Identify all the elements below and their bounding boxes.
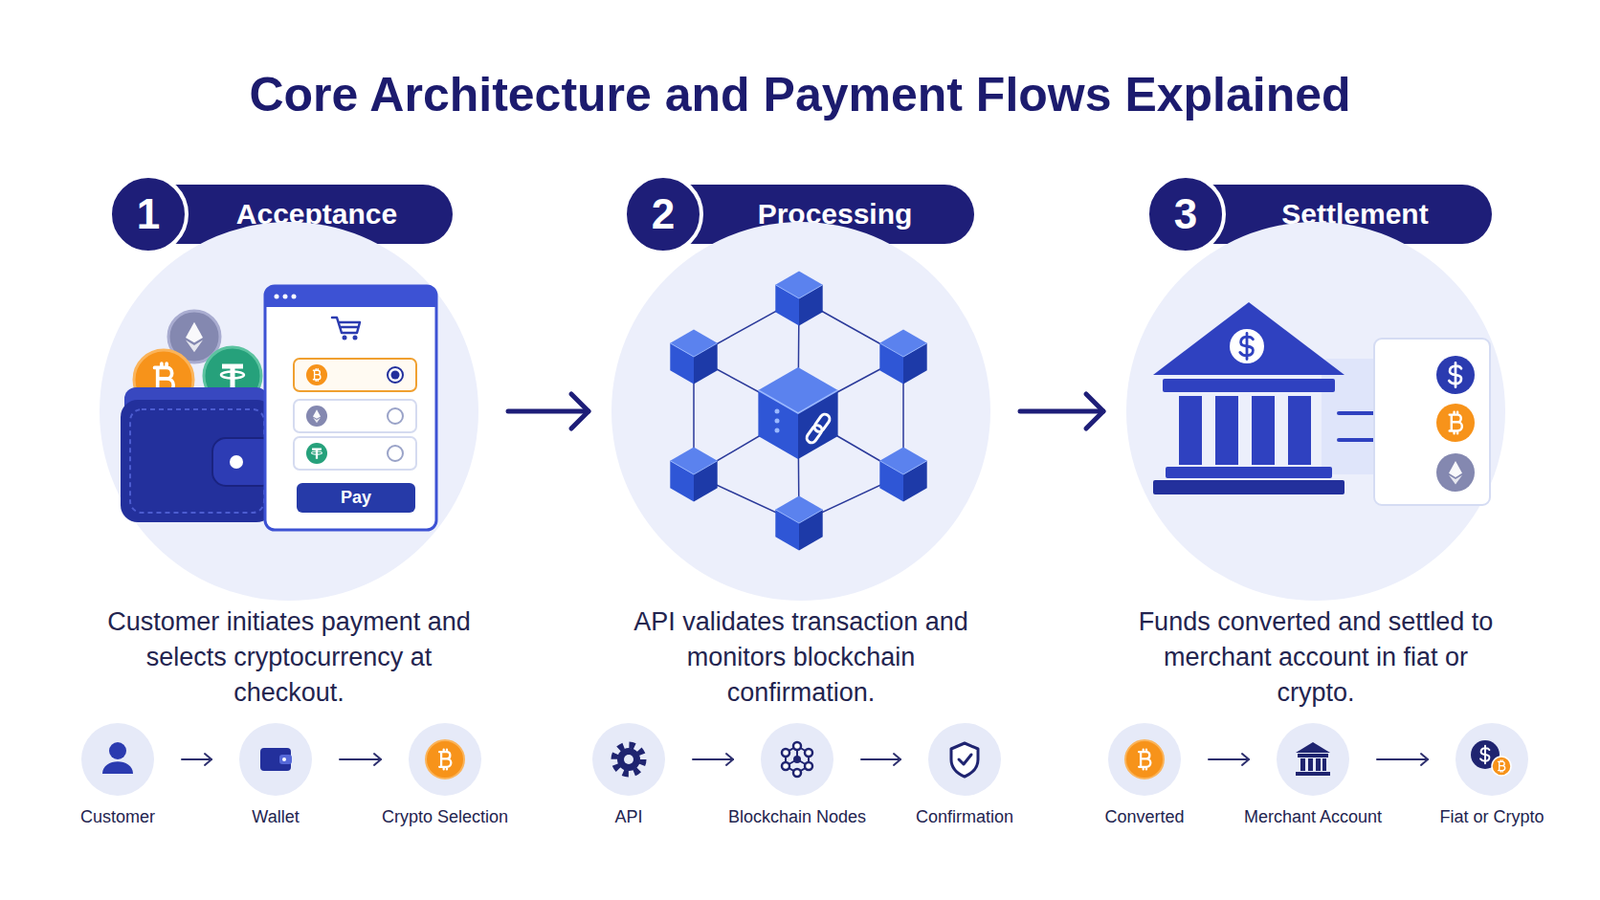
arrow-head <box>571 394 589 429</box>
arrow-line <box>339 758 381 761</box>
flow-icon-outline <box>928 723 1001 797</box>
arrow-head <box>893 754 901 766</box>
flow-icon: Wallet <box>239 723 312 797</box>
button-label: Pay <box>296 483 416 513</box>
step-circle: Customer initiates payment and selects c… <box>99 222 479 601</box>
arrow-head <box>1086 394 1104 429</box>
step-circle-fill <box>99 222 479 601</box>
arrow-line <box>1208 758 1249 761</box>
arrow-head <box>1421 754 1428 766</box>
icon-circle-fill <box>760 723 834 797</box>
icon-circle-fill <box>239 723 312 797</box>
flow-icon-outline <box>1108 723 1181 797</box>
arrow-head <box>726 754 734 766</box>
pay-button: Pay <box>296 483 416 513</box>
icon-label: Merchant Account <box>1217 806 1409 828</box>
icon-label: API <box>533 806 725 828</box>
flow-icon: Fiat or Crypto <box>1455 723 1529 797</box>
step-description: API validates transaction and monitors b… <box>619 604 983 712</box>
arrow-line <box>1020 409 1104 415</box>
flow-icon: Customer <box>81 723 155 797</box>
flow-icon: API <box>592 723 666 797</box>
flow-icon-outline <box>81 723 155 797</box>
flow-arrow <box>508 394 589 429</box>
step-circle-outline <box>1126 222 1506 601</box>
icon-circle-fill <box>1455 723 1529 797</box>
icon-label: Confirmation <box>868 806 1061 828</box>
flow-icon-outline <box>1276 723 1350 797</box>
arrow-line <box>692 758 734 761</box>
icon-label: Fiat or Crypto <box>1396 806 1588 828</box>
flow-arrow <box>181 754 212 766</box>
flow-icon-outline <box>408 723 482 797</box>
arrow-head <box>1242 754 1249 766</box>
arrow-head <box>204 754 212 766</box>
icon-label: Blockchain Nodes <box>701 806 893 828</box>
icon-label: Wallet <box>179 806 372 828</box>
icon-circle-fill <box>1276 723 1350 797</box>
arrow-line <box>861 758 901 761</box>
arrow-line <box>508 409 589 415</box>
flow-arrow <box>1377 754 1428 766</box>
step-circle-outline <box>611 222 991 601</box>
step-number: 3 <box>1147 172 1224 257</box>
step-number: 1 <box>110 172 187 257</box>
icon-label: Customer <box>22 806 214 828</box>
arrow-line <box>181 758 212 761</box>
flow-icon-outline <box>1455 723 1529 797</box>
flow-icon: Blockchain Nodes <box>760 723 834 797</box>
flow-icon-outline <box>760 723 834 797</box>
flow-arrow <box>339 754 381 766</box>
icon-circle-fill <box>81 723 155 797</box>
flow-arrow <box>1208 754 1249 766</box>
step-circle: API validates transaction and monitors b… <box>611 222 991 601</box>
step-description: Funds converted and settled to merchant … <box>1133 604 1498 712</box>
icon-circle-fill <box>928 723 1001 797</box>
arrow-head <box>374 754 381 766</box>
flow-icon-outline <box>239 723 312 797</box>
step-circle: Funds converted and settled to merchant … <box>1126 222 1506 601</box>
step-circle-fill <box>1126 222 1506 601</box>
flow-arrow <box>692 754 734 766</box>
flow-icon-outline <box>592 723 666 797</box>
flow-arrow <box>1020 394 1104 429</box>
flow-icon: Crypto Selection <box>408 723 482 797</box>
arrow-line <box>1377 758 1428 761</box>
icon-circle-fill <box>408 723 482 797</box>
step-number: 2 <box>624 172 702 257</box>
step-circle-fill <box>611 222 991 601</box>
icon-circle-fill <box>1108 723 1181 797</box>
flow-icon: Merchant Account <box>1276 723 1350 797</box>
flow-icon: Converted <box>1108 723 1181 797</box>
icon-label: Converted <box>1048 806 1241 828</box>
diagram-title: Core Architecture and Payment Flows Expl… <box>0 63 1600 127</box>
flow-icon: Confirmation <box>928 723 1001 797</box>
step-description: Customer initiates payment and selects c… <box>107 604 471 712</box>
step-circle-outline <box>99 222 479 601</box>
icon-circle-fill <box>592 723 666 797</box>
icon-label: Crypto Selection <box>349 806 541 828</box>
flow-arrow <box>861 754 901 766</box>
